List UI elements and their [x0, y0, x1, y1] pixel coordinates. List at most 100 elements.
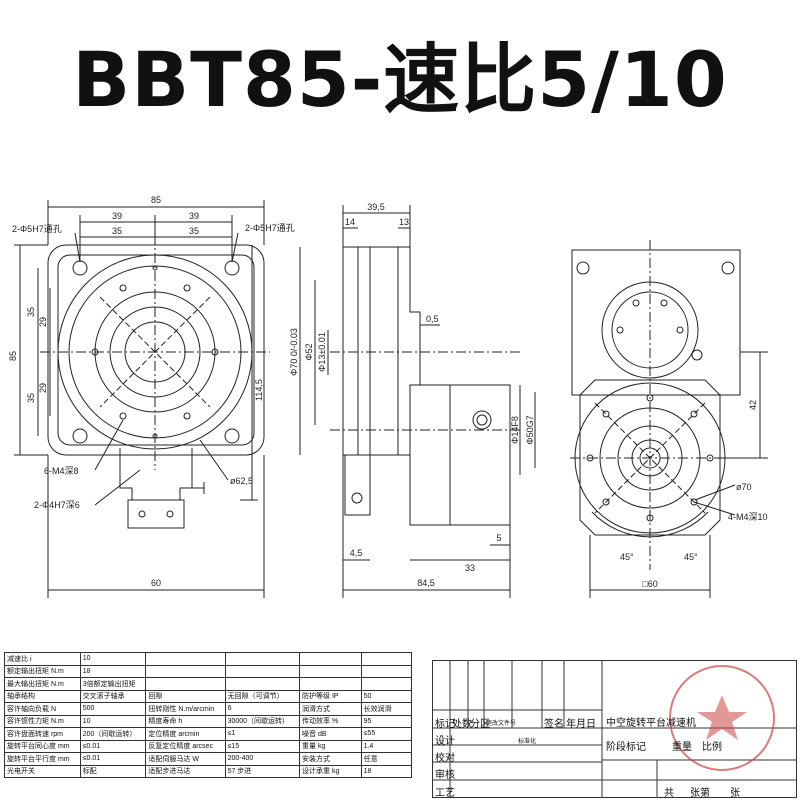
dim-side-33: 33: [465, 563, 475, 573]
front-view: [14, 200, 270, 598]
tb-proof: 校对: [435, 753, 455, 764]
spec-cell: 减速比 i: [4, 652, 81, 666]
spec-cell: ≤0.01: [79, 752, 147, 766]
spec-cell: 重量 kg: [299, 739, 362, 753]
spec-cell: 50: [360, 689, 413, 703]
dim-right-114-5: 114,5: [254, 379, 264, 401]
tb-h6: 年月日: [566, 719, 596, 730]
spec-cell: 容许盘面转速 rpm: [4, 727, 81, 741]
spec-cell: [360, 677, 413, 691]
dim-side-d14: Φ14F8: [510, 416, 520, 444]
dim-side-0-5: 0,5: [426, 314, 439, 324]
spec-cell: 精度寿命 h: [145, 714, 226, 728]
dim-top-35b: 35: [189, 226, 199, 236]
spec-cell: 最大输出扭矩 N.m: [4, 677, 81, 691]
dim-side-14: 14: [345, 217, 355, 227]
spec-cell: 任意: [360, 752, 413, 766]
label-h4: 2-Φ4H7深6: [34, 500, 80, 510]
spec-cell: [145, 652, 226, 666]
dim-r-42: 42: [748, 400, 758, 410]
spec-cell: 额定输出扭矩 N.m: [4, 664, 81, 678]
side-view: [299, 205, 536, 598]
dim-left-29b: 29: [38, 383, 48, 393]
title-block: 标记 处数 分区 更改文件号 签名 年月日 设计 标准化 校对 审核 工艺 中空…: [432, 660, 797, 799]
tb-sheet: 张第: [690, 788, 710, 799]
spec-cell: [360, 652, 413, 666]
dim-side-4-5: 4,5: [350, 548, 363, 558]
spec-cell: 润滑方式: [299, 702, 362, 716]
spec-cell: ≤1: [224, 727, 301, 741]
spec-cell: 回隙: [145, 689, 226, 703]
tb-std: 标准化: [518, 739, 537, 745]
dim-side-d52: Φ52: [304, 343, 314, 360]
title-block-grid: [432, 660, 797, 798]
dim-top-85: 85: [151, 195, 161, 205]
dim-top-39b: 39: [189, 211, 199, 221]
spec-cell: [224, 664, 301, 678]
right-view: [570, 240, 768, 598]
dim-side-d70: Φ70 0/-0.03: [289, 328, 299, 376]
spec-cell: 30000（间歇运转）: [224, 714, 301, 728]
tb-h3: 分区: [470, 719, 490, 730]
label-hole-left: 2-Φ5H7通孔: [12, 224, 62, 234]
tb-h1: 标记: [435, 719, 455, 730]
spec-cell: 传动效率 %: [299, 714, 362, 728]
spec-cell: 18: [360, 764, 413, 778]
spec-cell: 200（间歇运转）: [79, 727, 147, 741]
engineering-drawing: 85 39 39 35 35 2-Φ5H7通孔 2-Φ5H7通孔 85 35 2…: [8, 195, 768, 598]
spec-cell: 防护等级 IP: [299, 689, 362, 703]
spec-cell: 500: [79, 702, 147, 716]
tb-product-name: 中空旋转平台减速机: [606, 718, 696, 729]
spec-cell: 长效润滑: [360, 702, 413, 716]
spec-cell: [299, 677, 362, 691]
spec-cell: 57 步进: [224, 764, 301, 778]
spec-cell: 光电开关: [4, 764, 81, 778]
company-seal: [669, 665, 775, 771]
spec-cell: 适配伺服马达 W: [145, 752, 226, 766]
tb-h4: 更改文件号: [486, 721, 517, 727]
dim-side-13: 13: [399, 217, 409, 227]
spec-cell: 安装方式: [299, 752, 362, 766]
spec-cell: 容许轴向负载 N: [4, 702, 81, 716]
spec-cell: 标配: [79, 764, 147, 778]
dim-side-d50: Φ50G7: [525, 415, 535, 444]
dim-left-35b: 35: [26, 393, 36, 403]
tb-total: 共: [664, 788, 674, 799]
tb-weight: 重量: [672, 742, 692, 753]
dim-side-d13: Φ13±0.01: [317, 332, 327, 372]
dim-r-d70: ø70: [736, 482, 752, 492]
label-r-m4: 4-M4深10: [728, 512, 768, 522]
tb-design: 设计: [435, 736, 455, 747]
tb-review: 审核: [435, 770, 455, 781]
spec-cell: 容许惯性力矩 N.m: [4, 714, 81, 728]
spec-cell: ≤15: [224, 739, 301, 753]
spec-cell: [299, 652, 362, 666]
page-title: BBT85-速比5/10: [72, 35, 728, 124]
spec-cell: [224, 652, 301, 666]
tb-craft: 工艺: [435, 788, 455, 799]
spec-cell: [299, 664, 362, 678]
spec-cell: ≤0.01: [79, 739, 147, 753]
spec-cell: 反复定位精度 arcsec: [145, 739, 226, 753]
spec-cell: 10: [79, 652, 147, 666]
spec-cell: 10: [79, 714, 147, 728]
dim-d62-5: ø62,5: [230, 476, 253, 486]
spec-cell: [360, 664, 413, 678]
spec-cell: 定位精度 arcmin: [145, 727, 226, 741]
dim-r-45a: 45°: [620, 552, 634, 562]
tb-h2: 处数: [452, 719, 472, 730]
dim-side-5: 5: [496, 533, 501, 543]
spec-cell: 设计承重 kg: [299, 764, 362, 778]
dim-left-35a: 35: [26, 307, 36, 317]
spec-cell: 1.4: [360, 739, 413, 753]
spec-cell: 18: [79, 664, 147, 678]
spec-cell: 200-400: [224, 752, 301, 766]
